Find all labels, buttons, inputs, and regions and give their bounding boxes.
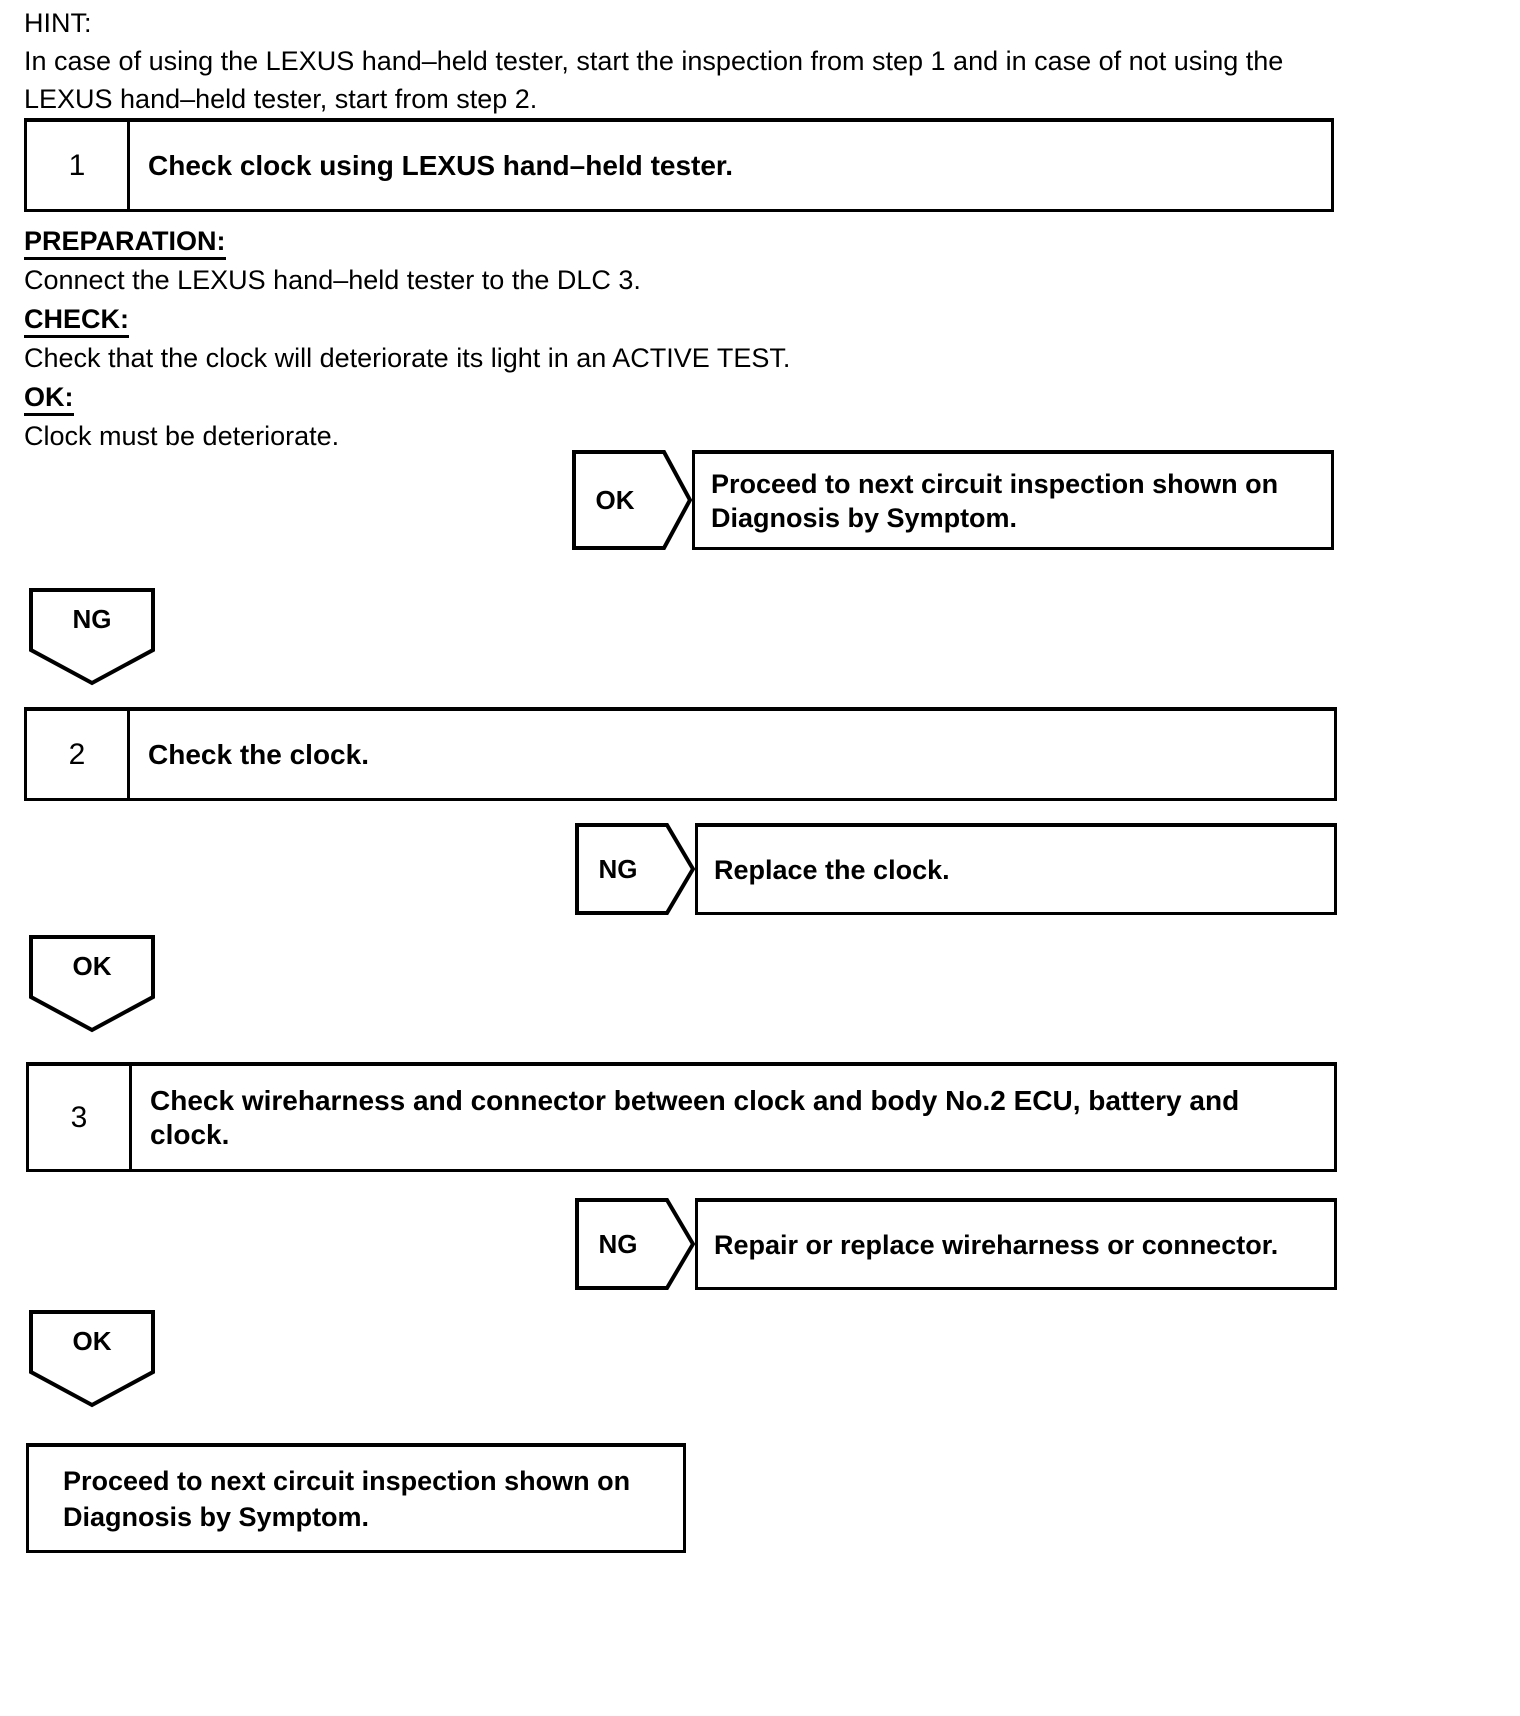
- step-number-2: 2: [27, 711, 130, 798]
- step-1-ok-result[interactable]: OK Proceed to next circuit inspection sh…: [572, 450, 1334, 550]
- final-line-1: Proceed to next circuit inspection shown…: [63, 1465, 631, 1496]
- ng-result-line-1: Replace the clock.: [714, 854, 950, 885]
- ng-result-box-3: Repair or replace wireharness or connect…: [695, 1198, 1337, 1290]
- check-body: Check that the clock will deteriorate it…: [24, 343, 791, 373]
- ok-connector-label-2: OK: [72, 950, 112, 981]
- ok-body: Clock must be deteriorate.: [24, 421, 340, 451]
- preparation-body: Connect the LEXUS hand–held tester to th…: [24, 265, 641, 295]
- ok-result-line-1: Proceed to next circuit inspection shown…: [711, 468, 1279, 499]
- step-title-1: Check clock using LEXUS hand–held tester…: [148, 149, 734, 181]
- ng-result-box-2: Replace the clock.: [695, 823, 1337, 915]
- ok-tag-label-1: OK: [595, 484, 635, 515]
- ng-result-line-1: Repair or replace wireharness or connect…: [714, 1229, 1279, 1260]
- ok-header: OK:: [24, 382, 74, 416]
- ng-tag-2: NG: [575, 823, 695, 915]
- pentagon-right-shape: [572, 450, 692, 550]
- pentagon-right-shape: [575, 1198, 695, 1290]
- ok-connector-2: OK: [28, 935, 156, 1033]
- ok-tag-1: OK: [572, 450, 692, 550]
- ng-tag-label-3: NG: [598, 1228, 638, 1259]
- step-1-details: PREPARATION: Connect the LEXUS hand–held…: [24, 222, 1024, 456]
- pentagon-right-shape: [575, 823, 695, 915]
- ng-connector-1: NG: [28, 588, 156, 686]
- hint-label: HINT:: [24, 8, 92, 38]
- step-box-3[interactable]: 3 Check wireharness and connector betwee…: [26, 1062, 1337, 1172]
- ok-result-line-2: Diagnosis by Symptom.: [711, 502, 1018, 533]
- ng-connector-label-1: NG: [72, 603, 112, 634]
- step-number-3: 3: [29, 1066, 132, 1169]
- pentagon-down-shape: [29, 588, 155, 686]
- preparation-header: PREPARATION:: [24, 226, 226, 260]
- ok-connector-label-3: OK: [72, 1325, 112, 1356]
- pentagon-down-shape: [29, 1310, 155, 1408]
- ok-result-box-1: Proceed to next circuit inspection shown…: [692, 450, 1334, 550]
- step-box-2[interactable]: 2 Check the clock.: [24, 707, 1337, 801]
- ng-tag-3: NG: [575, 1198, 695, 1290]
- final-line-2: Diagnosis by Symptom.: [63, 1501, 370, 1532]
- hint-line-1: In case of using the LEXUS hand–held tes…: [24, 46, 1284, 76]
- step-box-1[interactable]: 1 Check clock using LEXUS hand–held test…: [24, 118, 1334, 212]
- final-result-box: Proceed to next circuit inspection shown…: [26, 1443, 686, 1553]
- hint-line-2: LEXUS hand–held tester, start from step …: [24, 84, 538, 114]
- step-title-2: Check the clock.: [148, 738, 369, 770]
- step-title-3: Check wireharness and connector between …: [150, 1084, 1240, 1150]
- check-header: CHECK:: [24, 304, 129, 338]
- hint-block: HINT: In case of using the LEXUS hand–he…: [24, 4, 1354, 118]
- step-2-ng-result[interactable]: NG Replace the clock.: [575, 823, 1337, 915]
- step-number-1: 1: [27, 122, 130, 209]
- ok-connector-3: OK: [28, 1310, 156, 1408]
- pentagon-down-shape: [29, 935, 155, 1033]
- ng-tag-label-2: NG: [598, 853, 638, 884]
- step-3-ng-result[interactable]: NG Repair or replace wireharness or conn…: [575, 1198, 1337, 1290]
